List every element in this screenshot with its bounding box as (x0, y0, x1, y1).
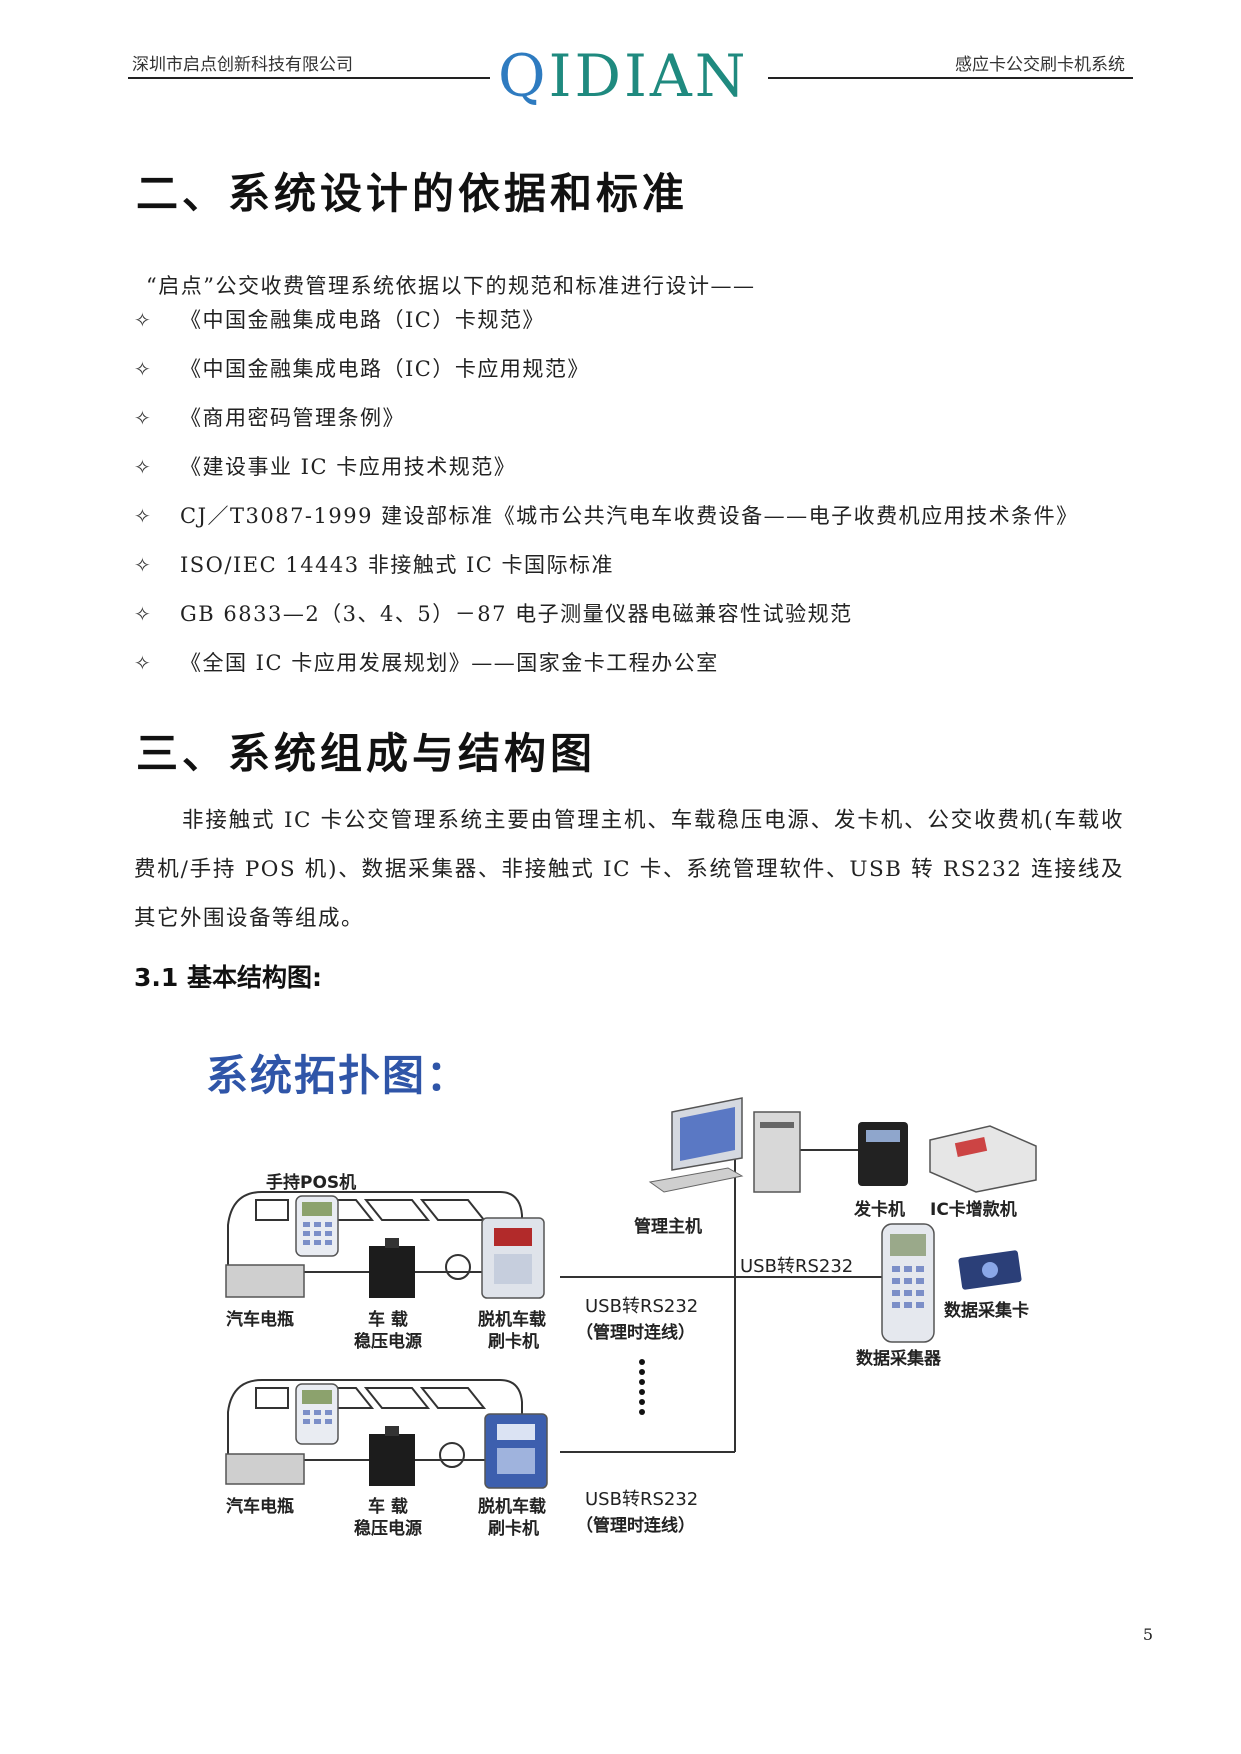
diagram-title: 系统拓扑图： (206, 1051, 471, 1100)
handheld-pos-icon (295, 1195, 339, 1257)
card-topup-label: IC卡增款机 (930, 1200, 1017, 1220)
reader-label-2: 刷卡机 (488, 1519, 539, 1539)
card-issuer-icon (858, 1122, 908, 1186)
header-doc-title: 感应卡公交刷卡机系统 (955, 55, 1125, 75)
onboard-card-reader-icon (481, 1217, 545, 1299)
subsection-heading: 3.1 基本结构图: (134, 963, 322, 992)
onboard-card-reader-icon (484, 1413, 548, 1489)
section2-intro: “启点”公交收费管理系统依据以下的规范和标准进行设计—— (146, 274, 756, 298)
more-buses-dots (639, 1359, 645, 1415)
logo-text: QIDIAN (498, 42, 749, 110)
vehicle-power-supply-icon (369, 1426, 415, 1486)
list-item: ✧ISO/IEC 14443 非接触式 IC 卡国际标准 (134, 553, 615, 577)
battery-label: 汽车电瓶 (226, 1497, 294, 1517)
link-label-2: （管理时连线） (576, 1516, 695, 1536)
diamond-star-icon: ✧ (134, 602, 153, 626)
connection-lines (560, 1120, 905, 1453)
section-heading-3: 三、系统组成与结构图 (136, 729, 597, 778)
section3-paragraph: 非接触式 IC 卡公交管理系统主要由管理主机、车载稳压电源、发卡机、公交收费机(… (134, 808, 1124, 931)
page-number: 5 (1142, 1625, 1153, 1644)
diamond-star-icon: ✧ (134, 553, 153, 577)
handheld-pos-icon (295, 1383, 339, 1445)
computer-host-icon (648, 1097, 801, 1193)
usb-link-label: USB转RS232 (740, 1256, 854, 1277)
standards-list: ✧《中国金融集成电路（IC）卡规范》 ✧《中国金融集成电路（IC）卡应用规范》 … (134, 304, 1079, 696)
car-battery-icon (225, 1453, 305, 1485)
car-battery-icon (225, 1264, 305, 1298)
list-item: ✧《中国金融集成电路（IC）卡规范》 (134, 308, 545, 332)
section-heading-2: 二、系统设计的依据和标准 (136, 169, 689, 218)
list-item: ✧CJ／T3087-1999 建设部标准《城市公共汽电车收费设备——电子收费机应… (134, 504, 1079, 528)
link-label-1: USB转RS232 (585, 1296, 699, 1317)
list-item: ✧《商用密码管理条例》 (134, 406, 405, 430)
psu-label-2: 稳压电源 (354, 1519, 422, 1539)
list-item: ✧《中国金融集成电路（IC）卡应用规范》 (134, 357, 590, 381)
diamond-star-icon: ✧ (134, 357, 153, 381)
data-collector-icon (881, 1223, 935, 1343)
link-label-2: （管理时连线） (576, 1323, 695, 1343)
diamond-star-icon: ✧ (134, 455, 153, 479)
reader-label-2: 刷卡机 (488, 1332, 539, 1352)
vehicle-power-supply-icon (369, 1238, 415, 1298)
collector-label: 数据采集器 (856, 1349, 941, 1369)
battery-label: 汽车电瓶 (226, 1310, 294, 1330)
diamond-star-icon: ✧ (134, 406, 153, 430)
psu-label-1: 车 载 (368, 1310, 408, 1330)
psu-label-2: 稳压电源 (354, 1332, 422, 1352)
diamond-star-icon: ✧ (134, 504, 153, 528)
diamond-star-icon: ✧ (134, 651, 153, 675)
reader-label-1: 脱机车载 (478, 1310, 546, 1330)
list-item: ✧《全国 IC 卡应用发展规划》——国家金卡工程办公室 (134, 651, 719, 675)
pos-label: 手持POS机 (266, 1173, 357, 1193)
diamond-star-icon: ✧ (134, 308, 153, 332)
card-topup-machine-icon (929, 1125, 1037, 1193)
data-collection-card-icon (958, 1250, 1022, 1290)
card-issuer-label: 发卡机 (854, 1200, 905, 1220)
psu-label-1: 车 载 (368, 1497, 408, 1517)
reader-label-1: 脱机车载 (478, 1497, 546, 1517)
header-company: 深圳市启点创新科技有限公司 (132, 55, 353, 75)
list-item: ✧GB 6833—2（3、4、5）－87 电子测量仪器电磁兼容性试验规范 (134, 602, 853, 626)
list-item: ✧《建设事业 IC 卡应用技术规范》 (134, 455, 517, 479)
collection-card-label: 数据采集卡 (944, 1301, 1029, 1321)
company-logo: QIDIAN (490, 42, 768, 116)
host-label: 管理主机 (634, 1217, 702, 1237)
link-label-1: USB转RS232 (585, 1489, 699, 1510)
